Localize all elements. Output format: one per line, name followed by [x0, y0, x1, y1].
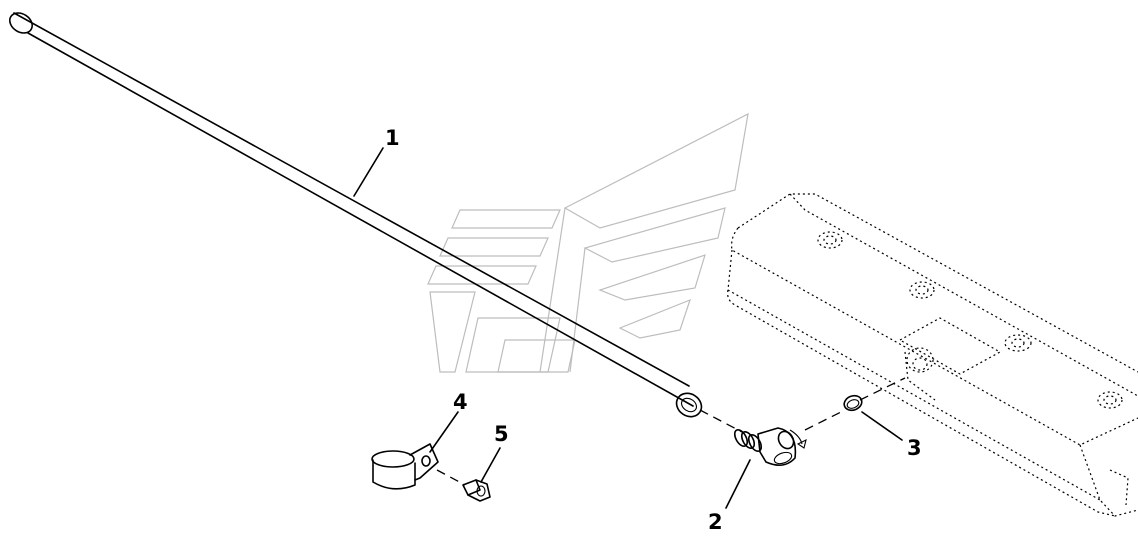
leader-lines	[353, 147, 903, 509]
bolt-part	[462, 479, 491, 502]
callout-2: 2	[708, 510, 723, 534]
watermark-logo-icon	[427, 112, 749, 373]
elbow-fitting-part	[733, 427, 807, 466]
o-ring-part	[843, 394, 863, 412]
callout-1: 1	[385, 126, 400, 150]
callout-5: 5	[494, 422, 509, 446]
assembly-lines	[436, 377, 906, 486]
manifold-block	[727, 193, 1138, 517]
tube-part	[9, 12, 703, 418]
callout-3: 3	[907, 436, 922, 460]
clamp-part	[371, 443, 439, 490]
callout-4: 4	[453, 390, 468, 414]
